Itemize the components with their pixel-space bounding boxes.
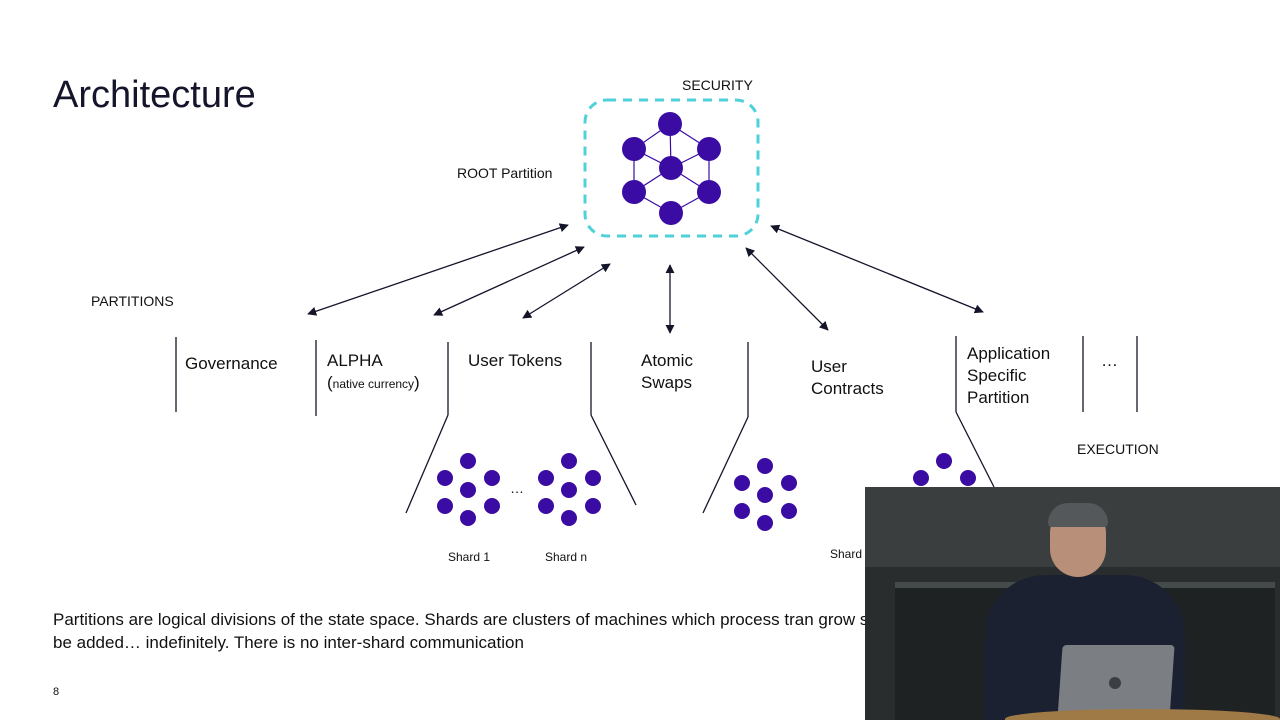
partition-atomic-swaps: Atomic Swaps xyxy=(641,350,693,394)
shard-partial-label: Shard xyxy=(830,547,863,561)
root-node xyxy=(622,137,646,161)
shard-funnels xyxy=(405,411,995,514)
presenter-hair xyxy=(1048,503,1108,527)
app-specific-line3: Partition xyxy=(967,388,1030,407)
arrow-user-tokens xyxy=(522,263,611,319)
partition-separators xyxy=(175,336,1138,417)
app-specific-line2: Specific xyxy=(967,366,1027,385)
slide-caption: Partitions are logical divisions of the … xyxy=(53,610,944,652)
partition-user-contracts: User Contracts xyxy=(811,356,884,400)
arrow-governance xyxy=(307,223,569,316)
user-contracts-line2: Contracts xyxy=(811,379,884,398)
shard-cluster-n xyxy=(538,453,601,526)
execution-label: EXECUTION xyxy=(1077,441,1159,457)
shard-n-label: Shard n xyxy=(545,550,588,564)
root-node xyxy=(697,137,721,161)
root-nodes xyxy=(622,112,721,225)
arrow-alpha xyxy=(433,246,585,316)
security-label: SECURITY xyxy=(682,77,753,93)
root-node xyxy=(658,112,682,136)
root-node xyxy=(659,156,683,180)
partition-user-tokens: User Tokens xyxy=(468,351,563,370)
security-boundary xyxy=(583,98,760,238)
root-partition-label: ROOT Partition xyxy=(457,165,553,181)
partition-alpha-note: (native currency) xyxy=(327,372,420,395)
partition-alpha: ALPHA (native currency) xyxy=(327,350,420,395)
root-node xyxy=(622,180,646,204)
partition-application-specific: Application Specific Partition xyxy=(967,343,1050,409)
partition-more-ellipsis: … xyxy=(1101,351,1118,370)
shard-1-label: Shard 1 xyxy=(448,550,491,564)
atomic-swaps-line1: Atomic xyxy=(641,351,693,370)
laptop-logo-icon xyxy=(1109,677,1121,689)
arrow-application-specific xyxy=(770,224,984,314)
lectern-table xyxy=(1005,709,1280,720)
root-node xyxy=(697,180,721,204)
shard-ellipsis: … xyxy=(510,480,524,496)
presenter-video xyxy=(865,487,1280,720)
root-to-partition-arrows xyxy=(307,223,984,334)
slide-title: Architecture xyxy=(53,74,256,116)
arrow-user-contracts xyxy=(745,247,829,331)
note-open-paren: ( xyxy=(327,373,333,392)
shard-cluster-contracts xyxy=(734,458,797,531)
note-text: native currency xyxy=(332,377,415,391)
shard-cluster-application xyxy=(913,453,976,486)
root-node xyxy=(659,201,683,225)
atomic-swaps-line2: Swaps xyxy=(641,373,693,392)
partition-alpha-name: ALPHA xyxy=(327,351,383,370)
partitions-label: PARTITIONS xyxy=(91,293,174,309)
note-close-paren: ) xyxy=(414,373,420,392)
page-number: 8 xyxy=(53,686,60,698)
shard-cluster-1 xyxy=(437,453,500,526)
app-specific-line1: Application xyxy=(967,344,1051,363)
user-contracts-line1: User xyxy=(811,357,847,376)
partition-governance: Governance xyxy=(185,354,278,373)
